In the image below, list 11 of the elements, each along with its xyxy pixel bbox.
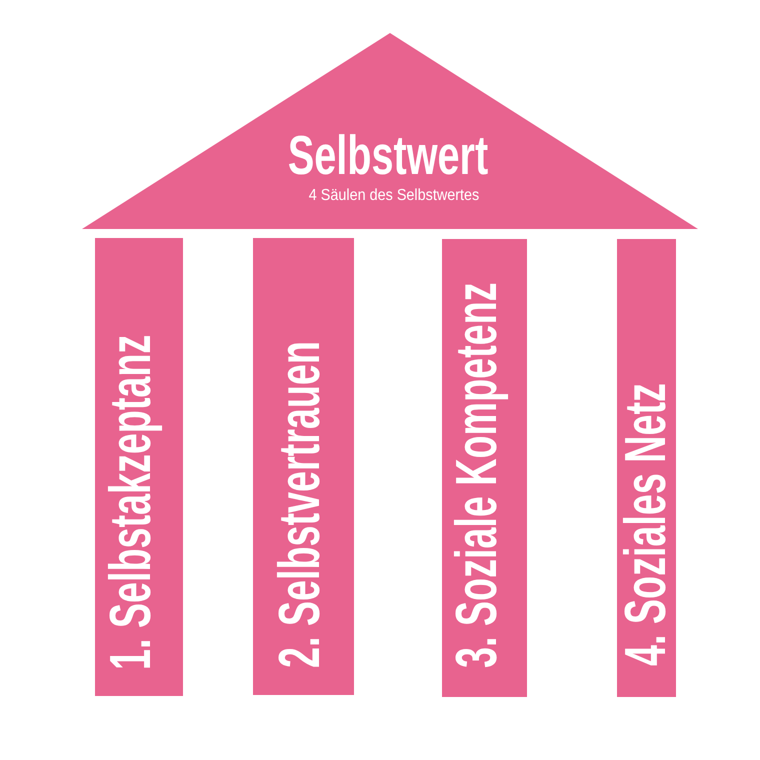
pillar-label: 1. Selbstakzeptanz xyxy=(102,334,160,670)
pillar xyxy=(617,239,676,697)
pillar xyxy=(95,238,183,696)
pillar-label: 3. Soziale Kompetenz xyxy=(448,282,506,668)
roof-title: Selbstwert xyxy=(288,128,488,183)
pillar xyxy=(442,239,527,697)
pillar xyxy=(253,238,354,695)
pillar-label: 4. Soziales Netz xyxy=(617,383,675,666)
pillar-label: 2. Selbstvertrauen xyxy=(271,341,329,668)
roof-subtitle: 4 Säulen des Selbstwertes xyxy=(308,188,480,204)
roof-triangle xyxy=(82,33,698,229)
